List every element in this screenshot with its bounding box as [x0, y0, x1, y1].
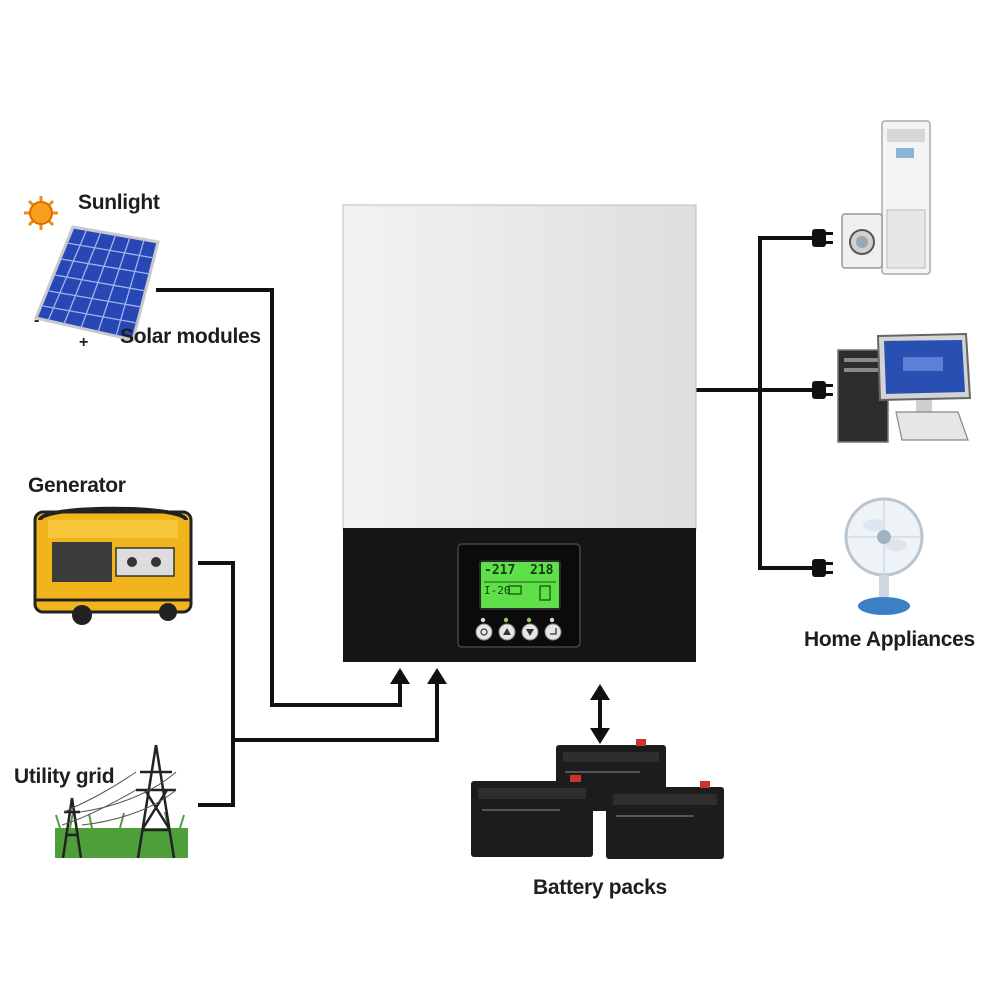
arrow-up-icon: [390, 668, 410, 684]
solar-wire: [156, 288, 402, 707]
down-button[interactable]: [521, 623, 539, 641]
sunlight-label: Sunlight: [78, 191, 160, 214]
solar-modules-label: Solar modules: [120, 325, 261, 348]
sun-icon: [24, 196, 58, 230]
battery-icon: [606, 781, 724, 859]
battery-packs-label: Battery packs: [533, 876, 667, 899]
enter-button[interactable]: [544, 623, 562, 641]
double-arrow-icon: [590, 684, 610, 700]
grid-wire: [231, 680, 439, 742]
air-conditioner-icon: [881, 120, 931, 275]
plug-icon: [812, 559, 833, 577]
home-appliances-label: Home Appliances: [804, 628, 975, 651]
plug-icon: [812, 381, 833, 399]
lcd-left-value: -217: [484, 563, 516, 578]
up-button[interactable]: [498, 623, 516, 641]
solar-negative-label: -: [34, 312, 40, 329]
arrow-up-icon: [427, 668, 447, 684]
electric-fan-icon: [844, 497, 924, 615]
solar-positive-label: +: [79, 334, 89, 351]
lcd-right-value: 218: [530, 563, 554, 578]
solar-panel-icon: [33, 225, 160, 342]
washing-machine-icon: [841, 213, 883, 269]
lcd-lower-left: I-20: [484, 584, 511, 597]
battery-icon: [471, 775, 593, 857]
desktop-computer-icon: [837, 332, 972, 443]
menu-button[interactable]: [475, 623, 493, 641]
utility-grid-label: Utility grid: [14, 765, 115, 788]
plug-icon: [812, 229, 833, 247]
generator-wire: [198, 561, 235, 807]
generator-label: Generator: [28, 474, 126, 497]
